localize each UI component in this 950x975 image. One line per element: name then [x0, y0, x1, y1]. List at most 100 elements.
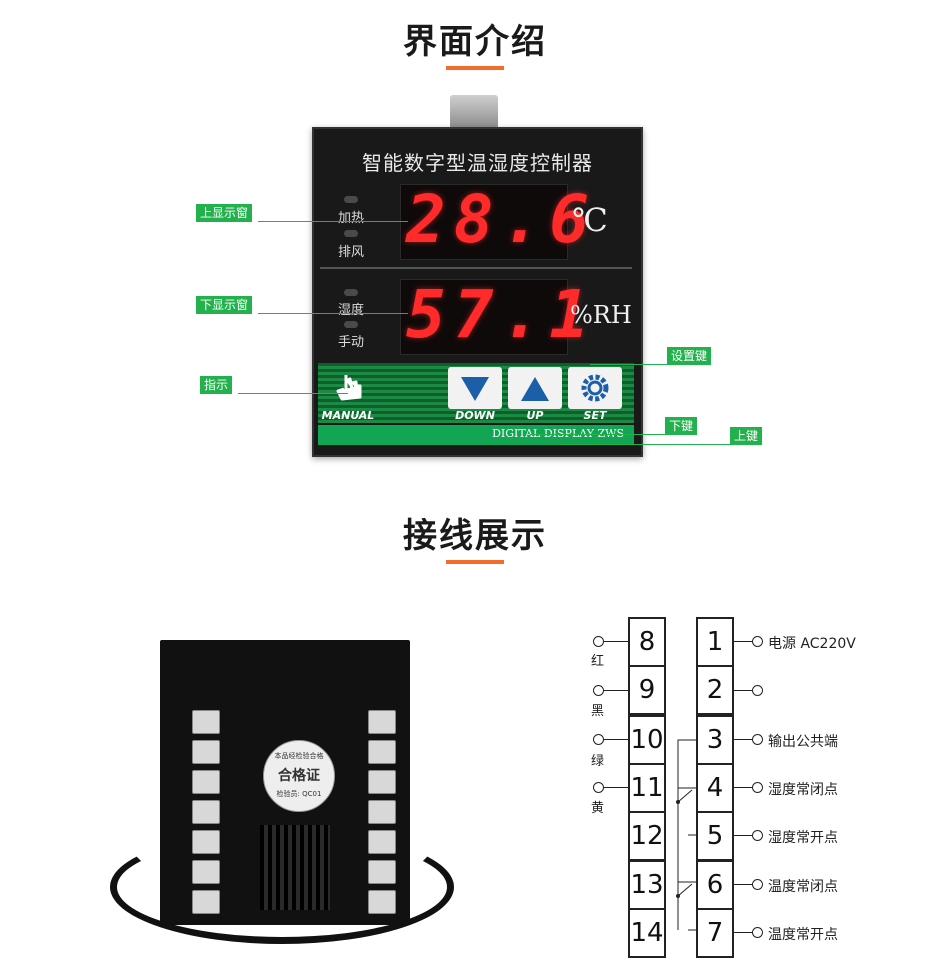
- wire-line: [734, 787, 752, 788]
- up-button[interactable]: [508, 367, 562, 409]
- title-underline: [446, 66, 504, 70]
- terminal-7: 7: [696, 908, 734, 958]
- wire-color-black: 黑: [591, 704, 605, 719]
- callout-lower-display: 下显示窗: [196, 296, 253, 314]
- exhaust-led-icon: [344, 230, 358, 237]
- down-button-label: DOWN: [455, 409, 495, 422]
- terminal-12: 12: [628, 811, 666, 861]
- terminal-6: 6: [696, 860, 734, 910]
- brand-strip: DIGITAL DISPLAY ZWS: [318, 425, 634, 445]
- terminal-8: 8: [628, 617, 666, 667]
- callout-down-key: 下键: [665, 417, 698, 435]
- callout-line: [590, 364, 667, 365]
- manual-button-label: MANUAL: [321, 409, 375, 422]
- terminal-13: 13: [628, 860, 666, 910]
- cert-line: 检验员: QC01: [276, 790, 322, 798]
- lower-unit: %RH: [570, 301, 632, 329]
- connector-circle: [752, 927, 763, 938]
- led-label-exhaust: 排风: [338, 245, 365, 260]
- wire-color-green: 绿: [591, 754, 605, 769]
- screw-terminal: [192, 830, 220, 854]
- terminal-11: 11: [628, 763, 666, 813]
- cert-line: 本品经检验合格: [274, 752, 324, 760]
- terminal-5: 5: [696, 811, 734, 861]
- screw-terminal: [368, 830, 396, 854]
- wire-line: [603, 641, 628, 642]
- led-label-heat: 加热: [338, 211, 365, 226]
- led-label-manual: 手动: [338, 335, 365, 350]
- connector-circle: [752, 734, 763, 745]
- cert-main: 合格证: [278, 768, 320, 784]
- wire-line: [734, 884, 752, 885]
- lower-display-value: 57.1: [406, 276, 597, 353]
- wire-color-red: 红: [591, 654, 605, 669]
- label-terminal-1: 电源 AC220V: [768, 636, 856, 652]
- label-terminal-3: 输出公共端: [768, 734, 838, 750]
- heat-led-icon: [344, 196, 358, 203]
- connector-circle: [752, 782, 763, 793]
- callout-up-key: 上键: [730, 427, 763, 445]
- screw-terminal: [368, 770, 396, 794]
- wire-line: [734, 932, 752, 933]
- screw-terminal: [368, 710, 396, 734]
- screw-terminal: [368, 740, 396, 764]
- wire-color-yellow: 黄: [591, 801, 605, 816]
- manual-button[interactable]: [322, 367, 376, 409]
- wire-line: [734, 690, 752, 691]
- mounting-knob: [450, 95, 498, 129]
- screw-terminal: [368, 890, 396, 914]
- connector-circle: [752, 636, 763, 647]
- connector-circle: [752, 830, 763, 841]
- screw-terminal: [192, 860, 220, 884]
- callout-indicator: 指示: [200, 376, 233, 394]
- panel-title: 智能数字型温湿度控制器: [362, 151, 593, 175]
- upper-display-window: [400, 184, 568, 260]
- lower-display-window: [400, 279, 568, 355]
- set-button[interactable]: [568, 367, 622, 409]
- wire-line: [734, 739, 752, 740]
- certificate-sticker: 本品经检验合格 合格证 检验员: QC01: [263, 740, 335, 812]
- down-button[interactable]: [448, 367, 502, 409]
- callout-upper-display: 上显示窗: [196, 204, 253, 222]
- terminal-2: 2: [696, 665, 734, 715]
- wire-line: [603, 690, 628, 691]
- callout-line: [530, 434, 665, 435]
- device-rear: [160, 640, 410, 925]
- vent-grille: [260, 825, 330, 910]
- screw-terminal: [368, 800, 396, 824]
- set-button-label: SET: [583, 409, 607, 422]
- screw-terminal: [368, 860, 396, 884]
- screw-terminal: [192, 710, 220, 734]
- upper-unit: ℃: [572, 201, 608, 239]
- terminal-10: 10: [628, 715, 666, 765]
- label-terminal-6: 温度常闭点: [768, 879, 838, 895]
- label-terminal-5: 湿度常开点: [768, 830, 838, 846]
- screw-terminal: [192, 890, 220, 914]
- upper-display-value: 28.6: [406, 181, 597, 258]
- up-triangle-icon: [521, 377, 549, 401]
- title-underline: [446, 560, 504, 564]
- screw-terminal: [192, 800, 220, 824]
- gear-icon: [581, 374, 609, 402]
- wire-line: [603, 787, 628, 788]
- up-button-label: UP: [526, 409, 544, 422]
- wire-line: [734, 641, 752, 642]
- connector-circle: [752, 879, 763, 890]
- hand-icon: [336, 375, 362, 401]
- wire-line: [603, 739, 628, 740]
- controller-front-panel: 智能数字型温湿度控制器 加热 排风 28.6 ℃ 湿度 手动 57.1 %RH …: [312, 127, 643, 457]
- terminal-1: 1: [696, 617, 734, 667]
- connector-circle: [752, 685, 763, 696]
- callout-line: [238, 393, 348, 394]
- brand-text: DIGITAL DISPLAY ZWS: [492, 427, 624, 440]
- button-zone: MANUAL DOWN UP SET: [318, 363, 634, 423]
- section-title-interface: 界面介绍: [403, 22, 547, 62]
- callout-line: [258, 313, 408, 314]
- label-terminal-4: 湿度常闭点: [768, 782, 838, 798]
- relay-contacts-diagram: [676, 739, 696, 931]
- terminal-14: 14: [628, 908, 666, 958]
- callout-line: [258, 221, 408, 222]
- callout-set-key: 设置键: [667, 347, 712, 365]
- callout-line: [560, 444, 730, 445]
- wire-line: [734, 835, 752, 836]
